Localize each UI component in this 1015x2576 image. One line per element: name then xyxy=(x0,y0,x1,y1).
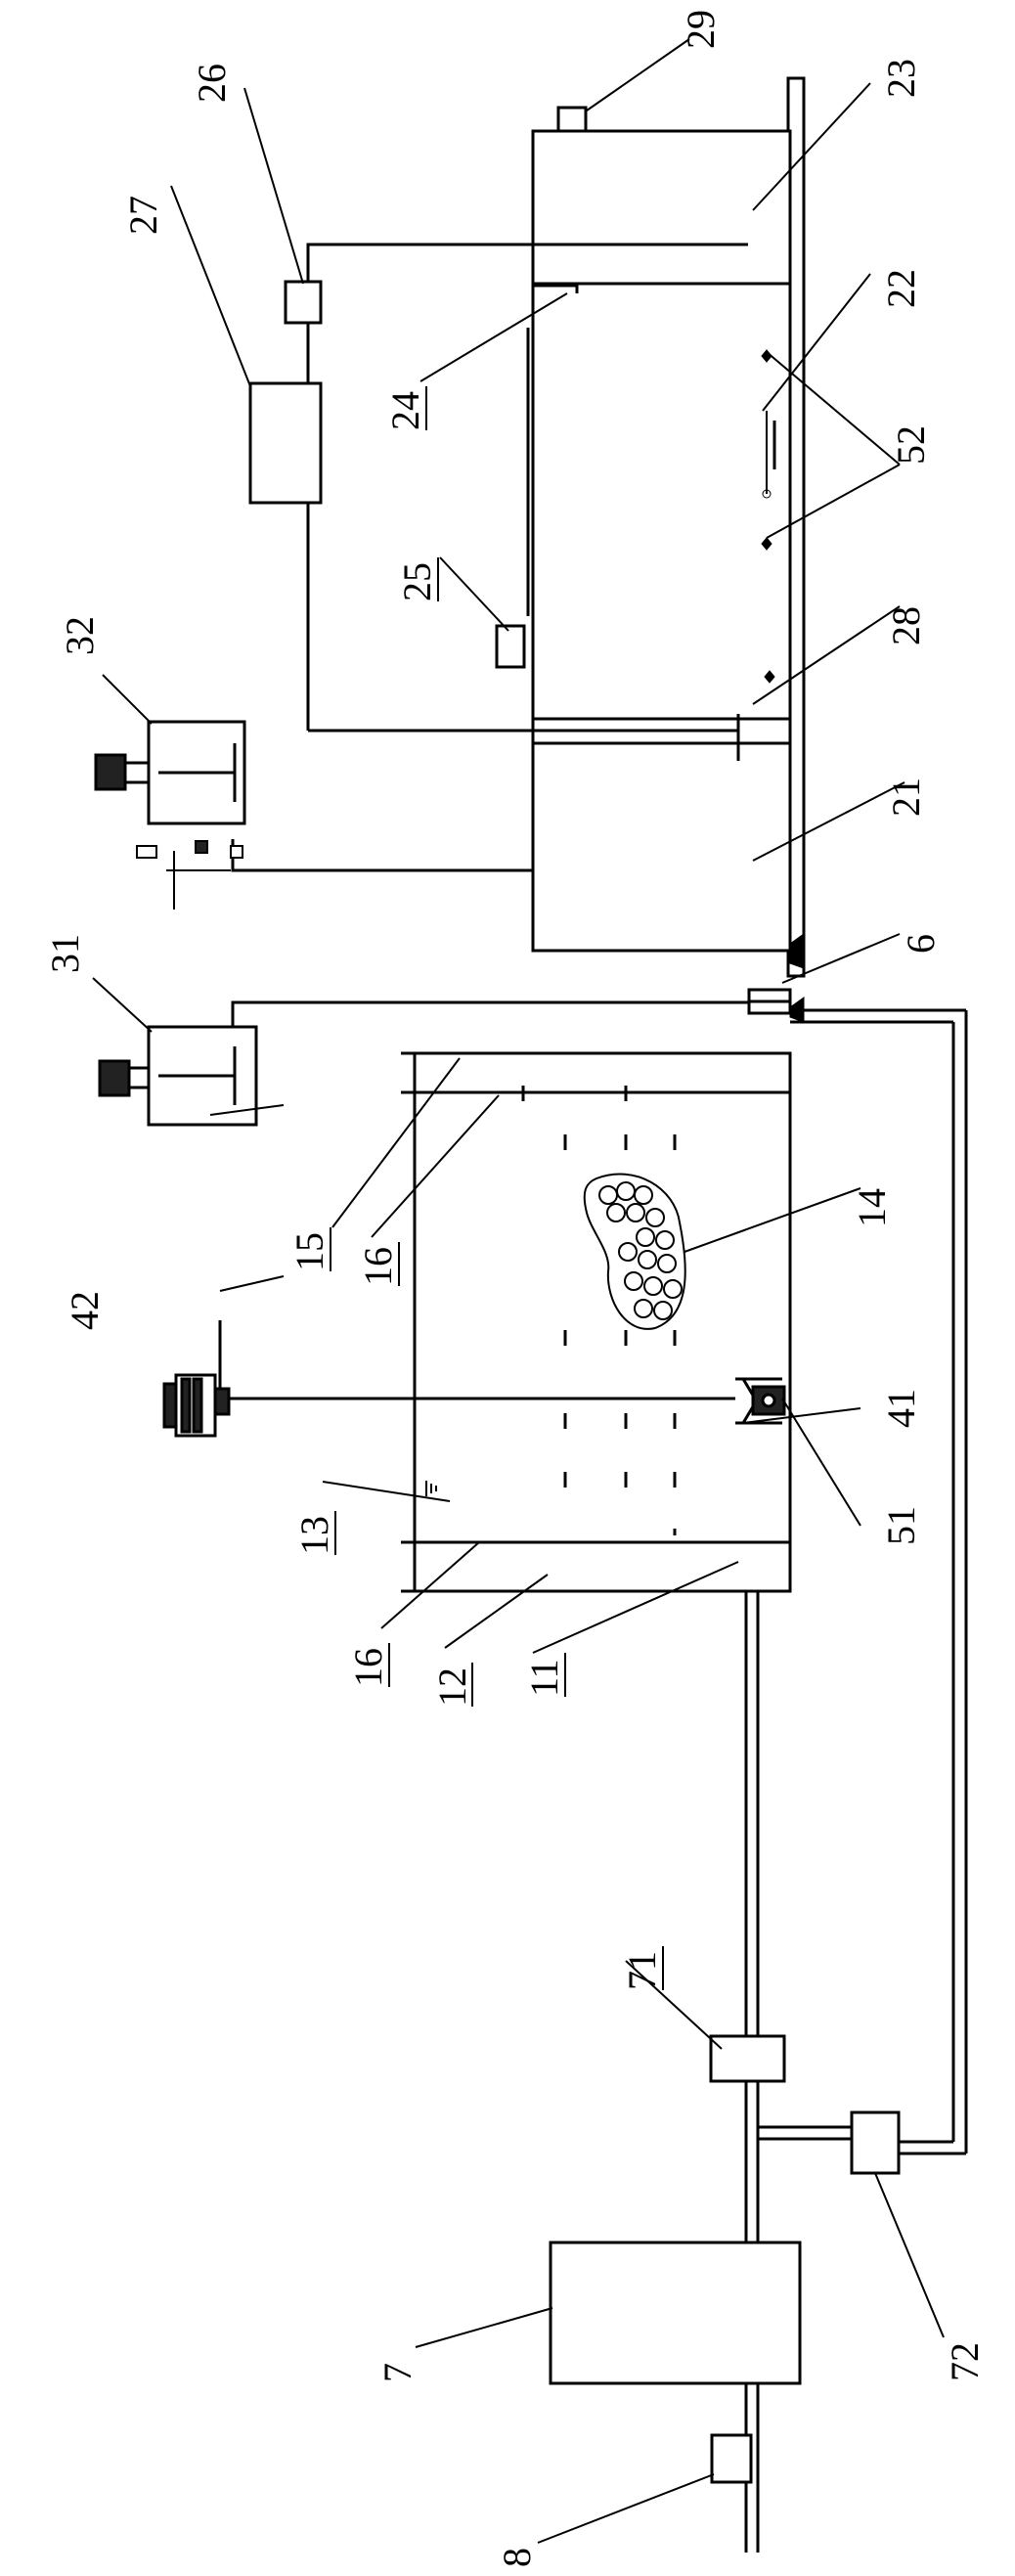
water-level-mark xyxy=(426,1481,436,1496)
label-15: 15 xyxy=(287,1232,331,1271)
label-32: 32 xyxy=(58,616,102,655)
label-42: 42 xyxy=(63,1291,107,1330)
suction-tank-27 xyxy=(250,383,321,503)
dosing-tank-32 xyxy=(96,722,244,823)
label-16-top: 16 xyxy=(356,1247,400,1286)
pump-71 xyxy=(711,2036,784,2081)
suction-pipe-3 xyxy=(308,244,748,284)
label-41: 41 xyxy=(879,1389,923,1428)
label-21: 21 xyxy=(884,777,928,817)
label-29: 29 xyxy=(679,10,723,49)
connecting-pipe-6 xyxy=(749,990,790,1013)
settling-tank xyxy=(533,131,790,951)
label-underlines xyxy=(331,386,663,1990)
label-16-bottom: 16 xyxy=(346,1648,390,1687)
label-23: 23 xyxy=(879,59,923,98)
label-25: 25 xyxy=(395,562,439,601)
reactor-tank xyxy=(401,1053,790,1591)
blower-42 xyxy=(164,1375,229,1436)
dosing-line-31 xyxy=(233,1001,749,1046)
regulating-tank-7 xyxy=(551,2243,800,2383)
dosing-line-32 xyxy=(233,839,533,870)
membrane-box-25 xyxy=(497,626,524,667)
membrane-plate xyxy=(528,328,533,616)
aerator-41 xyxy=(735,1379,784,1423)
label-72: 72 xyxy=(943,2342,987,2381)
return-pipe xyxy=(790,1010,966,2154)
dosing-tank-31 xyxy=(100,1027,256,1125)
label-26: 26 xyxy=(190,64,234,103)
label-12: 12 xyxy=(430,1667,474,1707)
label-6: 6 xyxy=(899,934,943,954)
label-22: 22 xyxy=(879,269,923,308)
label-28: 28 xyxy=(884,606,928,645)
label-51: 51 xyxy=(879,1506,923,1545)
label-31: 31 xyxy=(43,934,87,973)
label-13: 13 xyxy=(292,1516,336,1555)
weir-24 xyxy=(533,286,577,293)
suction-pump-26 xyxy=(286,282,321,323)
pump-72 xyxy=(852,2112,899,2173)
filler-media-14 xyxy=(585,1175,685,1329)
label-24: 24 xyxy=(383,391,427,430)
dashed-markers xyxy=(523,1086,675,1535)
label-27: 27 xyxy=(121,196,165,235)
label-14: 14 xyxy=(850,1188,894,1227)
label-71: 71 xyxy=(620,1951,664,1990)
inlet-valve-8 xyxy=(712,2435,751,2482)
leader-lines xyxy=(93,39,944,2543)
label-8: 8 xyxy=(495,2548,539,2567)
outlet-29 xyxy=(558,108,586,131)
supports xyxy=(790,934,804,1022)
branch-pipe xyxy=(758,2127,854,2139)
label-7: 7 xyxy=(375,2363,419,2382)
dosing-valves-32 xyxy=(137,841,243,910)
label-11: 11 xyxy=(522,1659,566,1697)
label-52: 52 xyxy=(889,425,933,465)
